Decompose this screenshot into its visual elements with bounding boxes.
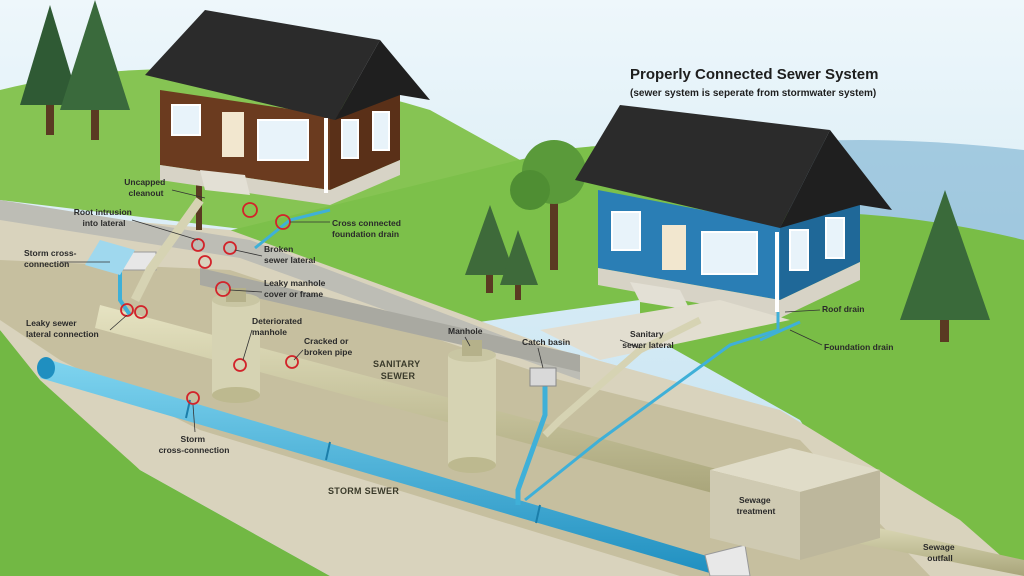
label-uncapped-cleanout: Uncapped cleanout (124, 177, 167, 198)
house-right (575, 105, 892, 318)
label-deteriorated-manhole: Deteriorated manhole (252, 316, 304, 337)
defect-marker (198, 255, 212, 269)
left-sanitary-lateral (130, 197, 204, 303)
label-manhole: Manhole (448, 326, 483, 336)
label-root-intrusion: Root intrusion into lateral (74, 207, 134, 228)
manhole-left (212, 288, 260, 403)
right-foundation-drain-line (759, 320, 801, 342)
defect-marker (134, 305, 148, 319)
defect-marker (186, 391, 200, 405)
defect-marker (233, 358, 247, 372)
tree-center-2 (500, 230, 538, 300)
defect-marker (285, 355, 299, 369)
diagram-title: Properly Connected Sewer System (630, 66, 878, 83)
label-sanitary-sewer-lateral: Sanitary sewer lateral (622, 329, 674, 350)
label-storm-cross-connection-lower: Storm cross-connection (159, 434, 230, 455)
diagram-subtitle: (sewer system is seperate from stormwate… (630, 88, 876, 99)
defect-markers (120, 202, 299, 405)
house-right-downspout (775, 232, 779, 312)
manhole-center (448, 340, 496, 473)
street-slab (0, 200, 580, 380)
street-top (200, 268, 580, 372)
sidewalk-right (540, 300, 790, 360)
label-sewage-outfall: Sewage outfall (923, 542, 957, 563)
label-sewage-treatment: Sewage treatment (737, 495, 776, 516)
label-leaky-manhole-cover: Leaky manhole cover or frame (264, 278, 328, 299)
label-cross-connected-foundation-drain: Cross connected foundation drain (332, 218, 403, 239)
house-left-downspout (324, 118, 328, 193)
tree-center-1 (465, 205, 515, 293)
house-left (145, 10, 430, 205)
defect-marker (242, 202, 258, 218)
catch-basin (529, 367, 557, 387)
defect-marker (223, 241, 237, 255)
grass-left-bottom (0, 330, 330, 576)
label-cracked-pipe: Cracked or broken pipe (304, 336, 352, 357)
leader-lines (60, 189, 823, 433)
label-foundation-drain: Foundation drain (824, 342, 893, 352)
tree-right (900, 190, 990, 342)
tree-left-2 (60, 0, 130, 140)
defect-marker (191, 238, 205, 252)
defect-marker (215, 281, 231, 297)
defect-marker (120, 303, 134, 317)
right-roof-drain-line (524, 312, 780, 502)
label-broken-sewer-lateral: Broken sewer lateral (264, 244, 316, 265)
label-roof-drain: Roof drain (822, 304, 865, 314)
label-sanitary-sewer: SANITARY SEWER (373, 359, 423, 381)
catch-basin-drop (515, 385, 548, 505)
label-storm-sewer: STORM SEWER (328, 486, 399, 496)
storm-outfall (704, 544, 751, 576)
label-catch-basin: Catch basin (522, 337, 570, 347)
right-sanitary-lateral (542, 316, 702, 438)
label-storm-cross-connection-upper: Storm cross- connection (24, 248, 79, 269)
storm-cross-connection-upper-pipe (118, 270, 132, 317)
label-leaky-sewer-lateral: Leaky sewer lateral connection (26, 318, 99, 339)
sewage-treatment-plant (710, 448, 880, 560)
tree-left-1 (20, 5, 80, 135)
tree-deciduous-center (510, 140, 586, 270)
